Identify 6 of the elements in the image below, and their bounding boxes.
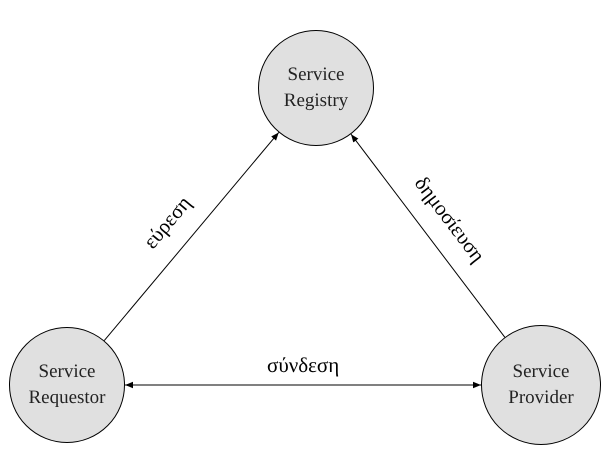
arrow: [350, 134, 506, 338]
node-label: Service Requestor: [27, 360, 107, 410]
arrow: [124, 382, 482, 388]
node-label: Service Registry: [282, 63, 350, 113]
node-label: Service Provider: [507, 360, 575, 410]
arrow: [104, 132, 280, 342]
